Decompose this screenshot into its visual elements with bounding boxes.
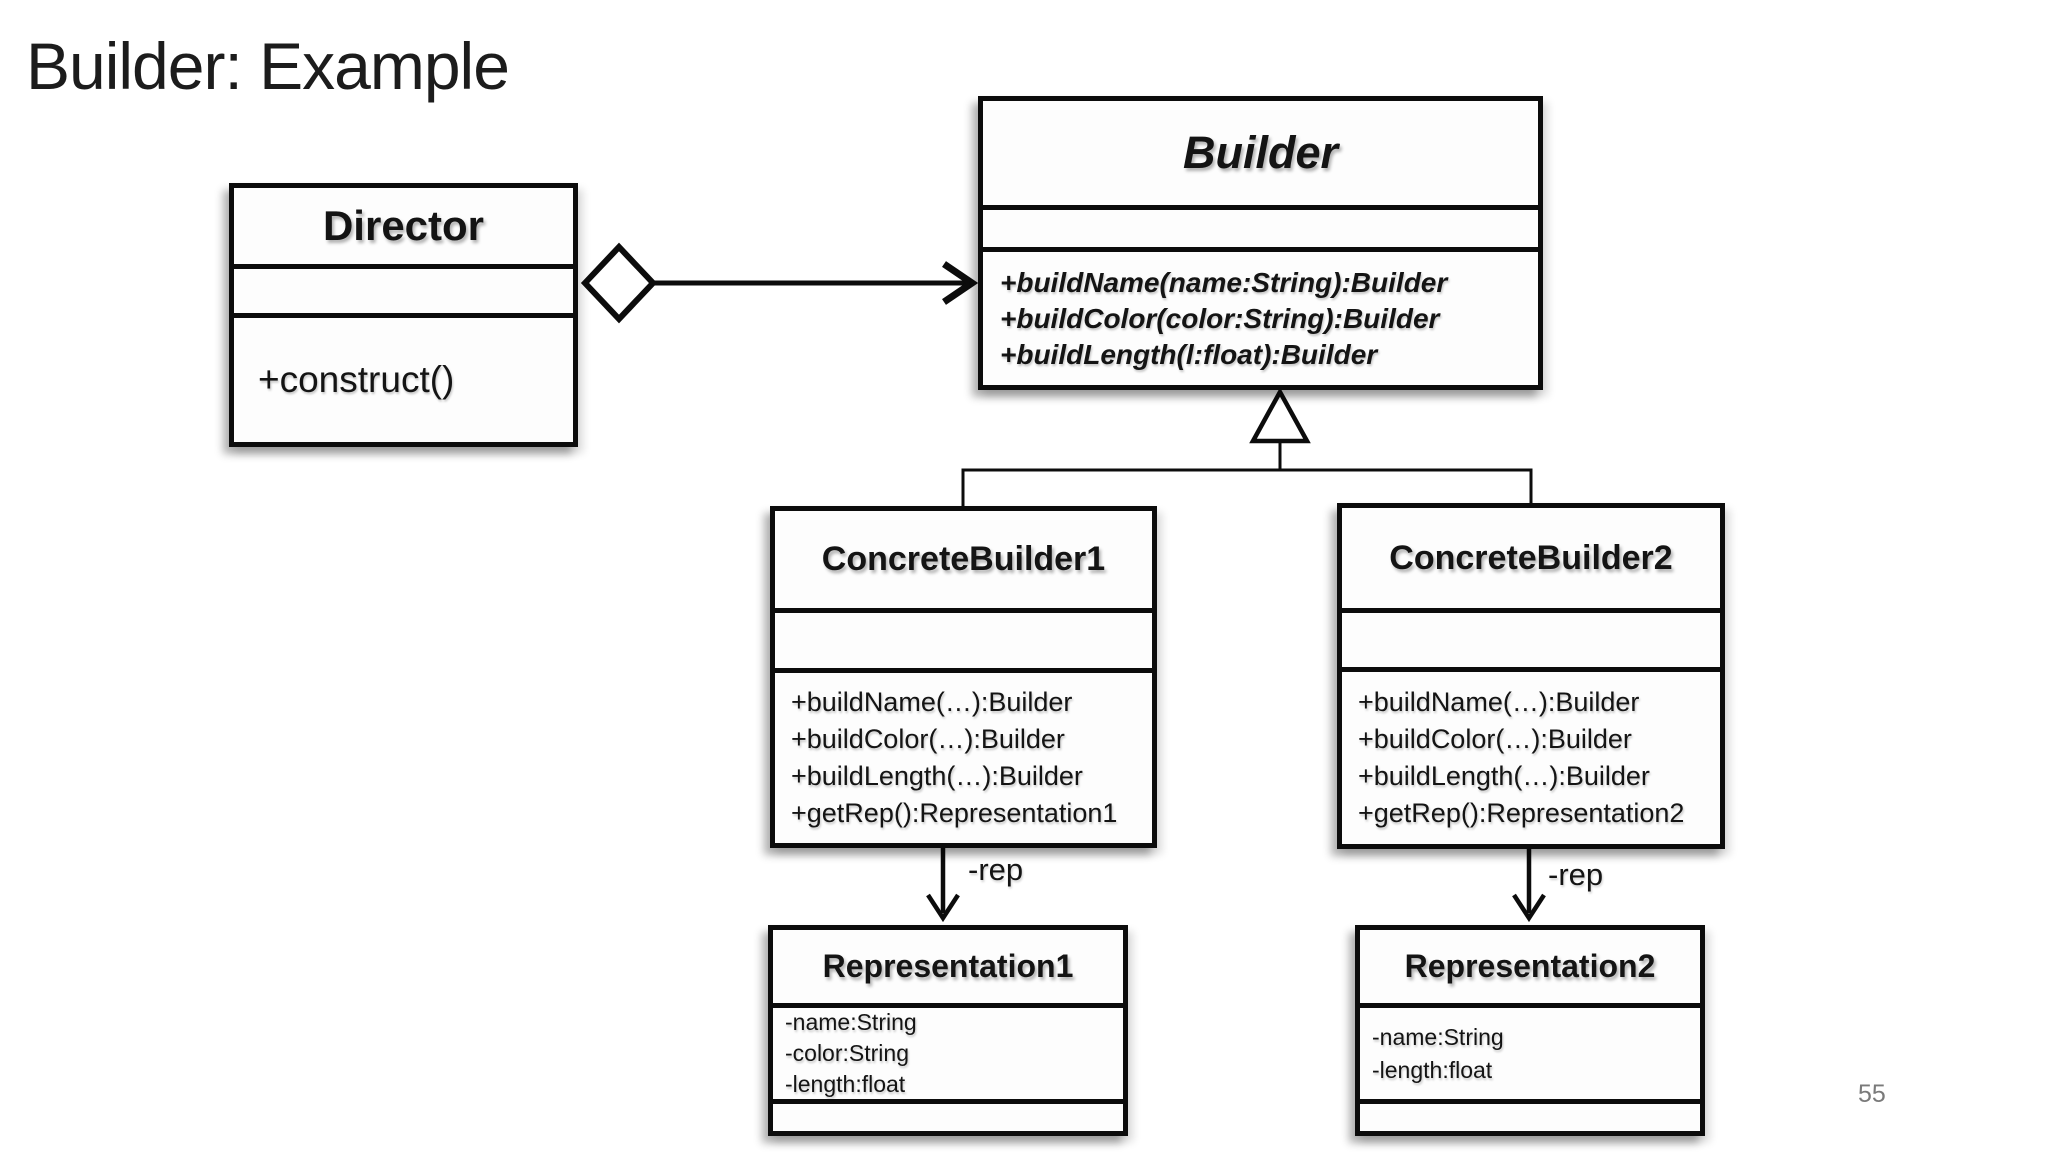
method-label: +buildColor(…):Builder (791, 724, 1065, 754)
class-representation1-methods-empty (773, 1104, 1123, 1131)
method-label: +buildLength(l:float):Builder (1000, 338, 1378, 370)
method-label: +buildName(…):Builder (1358, 687, 1640, 717)
class-representation2: Representation2 -name:String -length:flo… (1355, 925, 1705, 1136)
method-label: +buildName(name:String):Builder (1000, 266, 1448, 298)
class-director-name: Director (234, 188, 573, 269)
class-director: Director +construct() (229, 183, 578, 447)
class-representation2-name: Representation2 (1360, 930, 1700, 1008)
rep1-association-label: -rep (968, 852, 1024, 887)
class-director-methods: +construct() (234, 318, 573, 442)
class-builder-attributes-empty (983, 210, 1538, 252)
attribute-label: -name:String (1372, 1023, 1504, 1050)
class-concrete-builder2-attributes-empty (1342, 613, 1720, 672)
method-label: +buildColor(…):Builder (1358, 724, 1632, 754)
method-label: +getRep():Representation2 (1358, 798, 1685, 828)
slide-title: Builder: Example (26, 29, 510, 103)
class-concrete-builder1-methods: +buildName(…):Builder +buildColor(…):Bui… (775, 673, 1152, 843)
class-concrete-builder2-methods: +buildName(…):Builder +buildColor(…):Bui… (1342, 672, 1720, 844)
method-label: +getRep():Representation1 (791, 798, 1118, 828)
class-representation1-attributes: -name:String -color:String -length:float (773, 1008, 1123, 1104)
method-label: +buildLength(…):Builder (1358, 761, 1650, 791)
attribute-label: -color:String (785, 1040, 909, 1066)
class-representation1: Representation1 -name:String -color:Stri… (768, 925, 1128, 1136)
rep1-arrowhead-icon (926, 893, 960, 923)
rep2-arrowhead-icon (1512, 893, 1546, 923)
class-director-attributes-empty (234, 269, 573, 318)
class-representation2-attributes: -name:String -length:float (1360, 1008, 1700, 1104)
class-builder: Builder +buildName(name:String):Builder … (978, 96, 1543, 390)
page-number: 55 (1858, 1080, 1886, 1108)
aggregation-diamond-icon (580, 242, 658, 324)
inheritance-triangle-icon (1249, 387, 1311, 444)
class-concrete-builder1-attributes-empty (775, 613, 1152, 673)
attribute-label: -length:float (785, 1071, 906, 1097)
class-builder-name: Builder (983, 101, 1538, 210)
arrowhead-icon (942, 261, 979, 305)
class-representation2-methods-empty (1360, 1104, 1700, 1131)
class-builder-methods: +buildName(name:String):Builder +buildCo… (983, 252, 1538, 385)
method-label: +buildLength(…):Builder (791, 761, 1083, 791)
method-label: +buildName(…):Builder (791, 687, 1073, 717)
inheritance-branch-line (961, 468, 1533, 508)
attribute-label: -name:String (785, 1009, 917, 1035)
class-concrete-builder2-name: ConcreteBuilder2 (1342, 508, 1720, 613)
class-concrete-builder2: ConcreteBuilder2 +buildName(…):Builder +… (1337, 503, 1725, 849)
method-label: +construct() (258, 359, 455, 400)
class-concrete-builder1-name: ConcreteBuilder1 (775, 511, 1152, 613)
method-label: +buildColor(color:String):Builder (1000, 302, 1440, 334)
class-representation1-name: Representation1 (773, 930, 1123, 1008)
rep2-association-label: -rep (1548, 857, 1604, 892)
class-concrete-builder1: ConcreteBuilder1 +buildName(…):Builder +… (770, 506, 1157, 848)
attribute-label: -length:float (1372, 1056, 1493, 1083)
